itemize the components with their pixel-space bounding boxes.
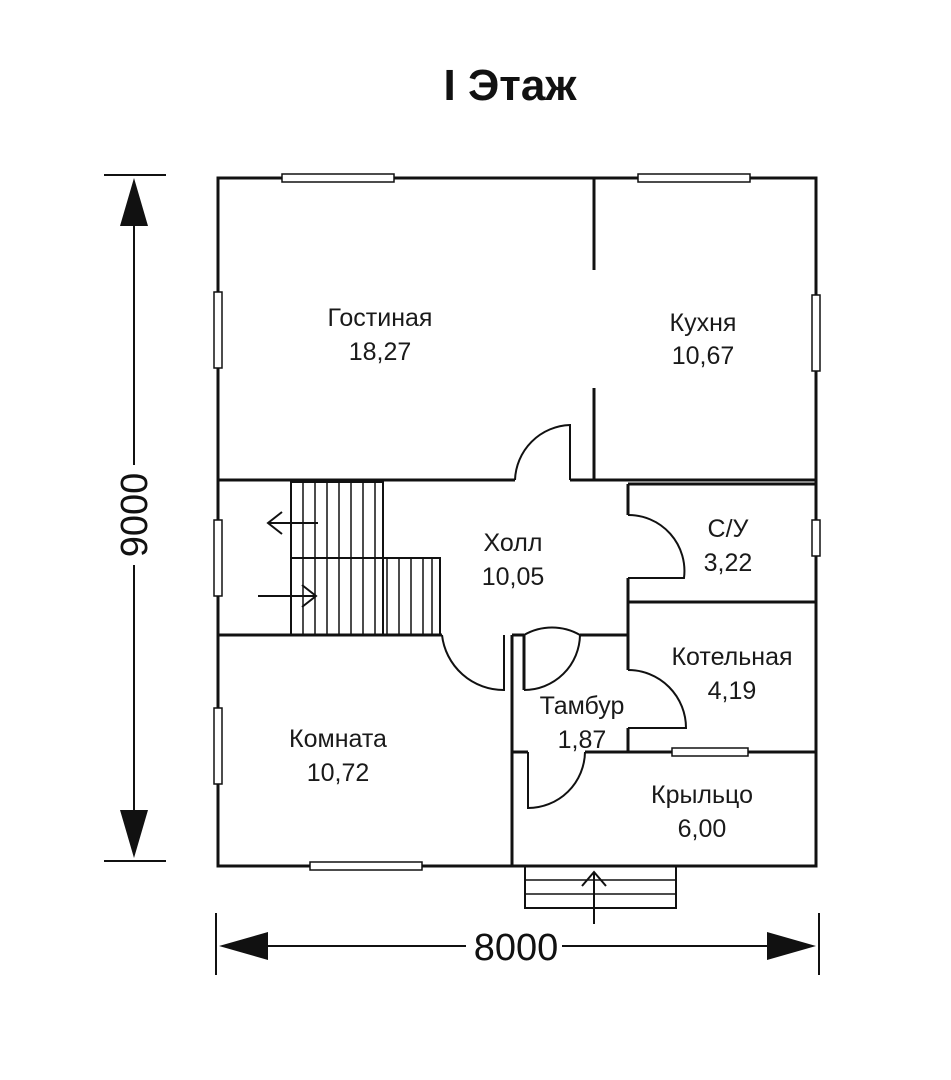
- height-dimension-label: 9000: [114, 473, 156, 558]
- room-area-kryltso: 6,00: [678, 815, 727, 843]
- room-area-kukhnya: 10,67: [672, 342, 735, 370]
- room-name-tambur: Тамбур: [540, 692, 625, 720]
- staircase: [258, 481, 441, 636]
- room-name-su: С/У: [708, 515, 749, 543]
- room-name-kotelnaya: Котельная: [671, 643, 792, 671]
- room-area-tambur: 1,87: [558, 726, 607, 754]
- room-area-gostinaya: 18,27: [349, 338, 412, 366]
- room-area-holl: 10,05: [482, 563, 545, 591]
- plan-title: I Этаж: [444, 61, 578, 110]
- room-labels: Гостиная 18,27 Кухня 10,67 Холл 10,05 С/…: [289, 304, 792, 843]
- windows: [213, 173, 821, 871]
- room-area-komnata: 10,72: [307, 759, 370, 787]
- room-area-su: 3,22: [704, 549, 753, 577]
- room-name-kukhnya: Кухня: [670, 309, 737, 337]
- height-dimension: 9000: [104, 174, 166, 862]
- room-name-komnata: Комната: [289, 725, 387, 753]
- room-name-gostinaya: Гостиная: [328, 304, 433, 332]
- width-dimension: 8000: [215, 913, 820, 975]
- doors: [441, 423, 688, 810]
- width-dimension-label: 8000: [474, 927, 559, 969]
- room-name-kryltso: Крыльцо: [651, 781, 753, 809]
- room-area-kotelnaya: 4,19: [708, 677, 757, 705]
- room-name-holl: Холл: [484, 529, 543, 557]
- entrance-steps: [524, 865, 677, 924]
